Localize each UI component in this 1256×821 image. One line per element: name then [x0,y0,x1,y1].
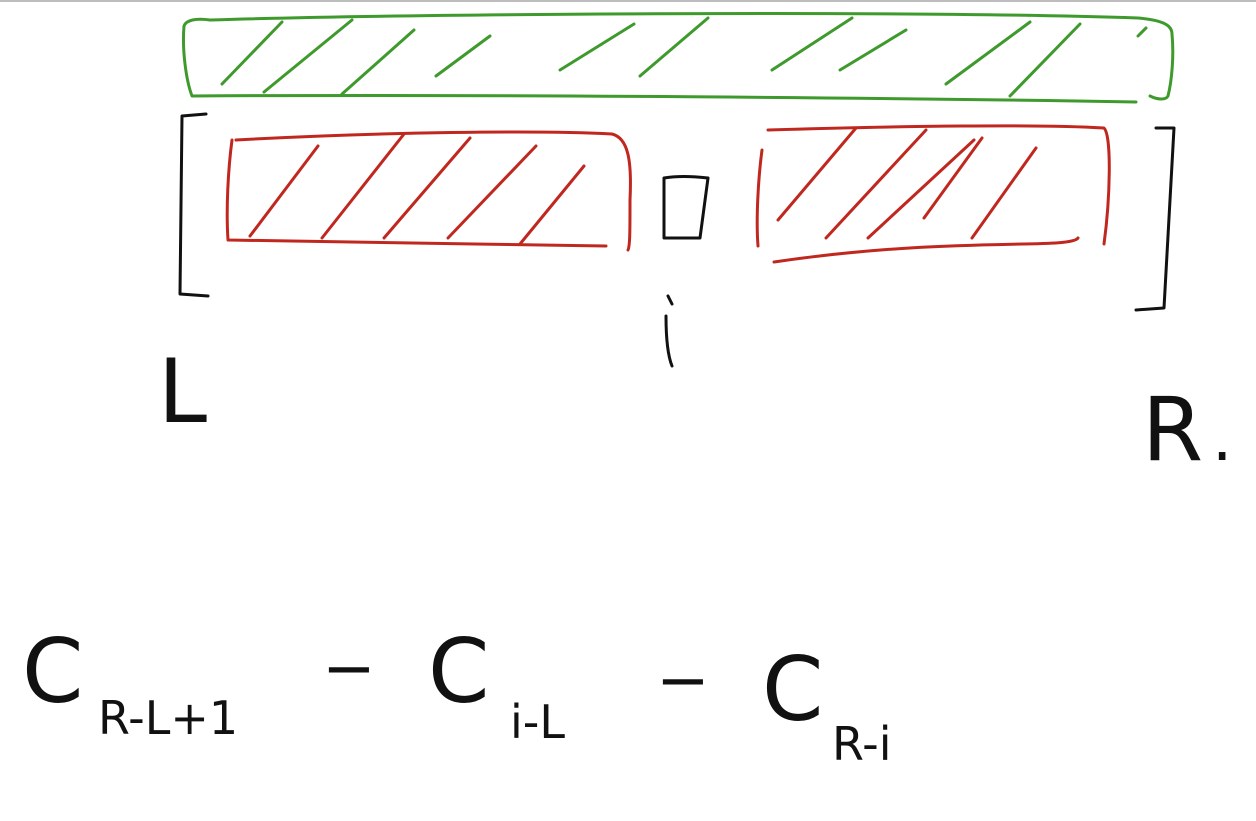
right-label-dot: . [1212,402,1232,476]
left-subrange-box [225,130,632,252]
formula-term3-main: C [762,638,823,741]
formula-term1-sub: R-L+1 [98,691,238,745]
left-subrange-outline [225,130,632,252]
right-subrange-hatching [776,126,1038,240]
full-range-hatching [220,16,1148,98]
right-subrange-outline [755,124,1111,264]
formula-minus-1: − [322,632,376,706]
right-bracket [1134,126,1176,312]
left-subrange-hatching [248,132,586,246]
formula: C R-L+1 − C i-L − C R-i [22,620,891,771]
index-cell [662,175,710,240]
full-range-box [182,12,1175,104]
full-range-outline [182,12,1175,104]
right-label: R [1142,378,1203,481]
index-mark [664,294,674,368]
formula-term2-main: C [428,620,489,723]
formula-term2-sub: i-L [510,695,565,749]
left-label: L [158,340,207,443]
formula-minus-2: − [656,644,710,718]
left-bracket [178,112,210,298]
right-subrange-box [755,124,1111,264]
formula-term3-sub: R-i [832,717,891,771]
formula-term1-main: C [22,620,83,723]
